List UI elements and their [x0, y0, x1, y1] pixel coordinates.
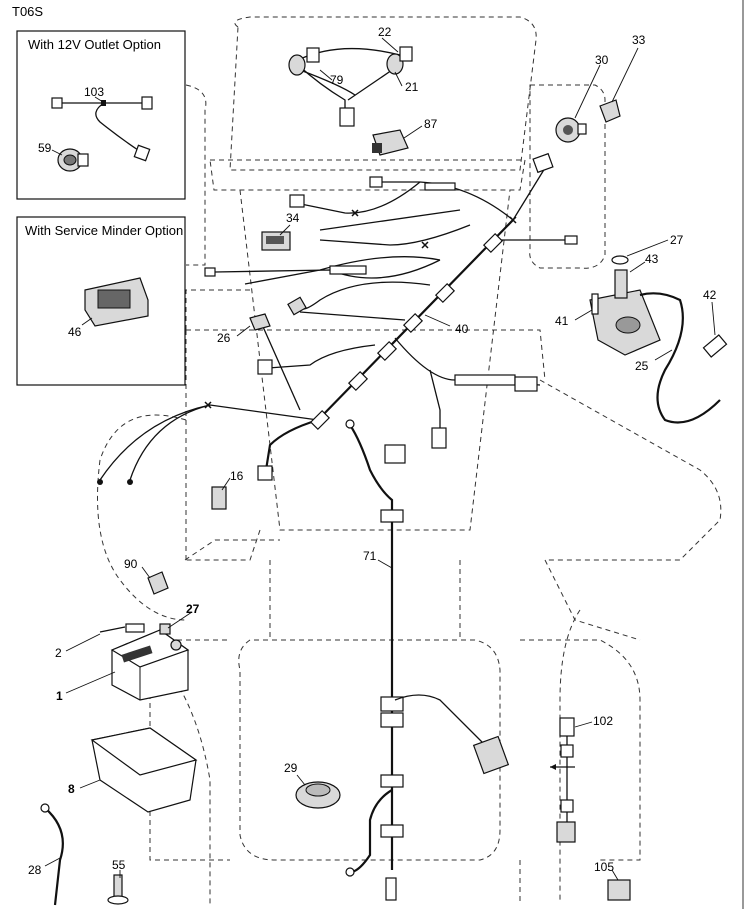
callout-25: 25: [635, 359, 649, 373]
callout-8: 8: [68, 782, 75, 796]
callout-27-battery: 27: [186, 602, 200, 616]
fuse: [249, 313, 271, 331]
callout-71: 71: [363, 549, 377, 563]
solenoid: [589, 255, 661, 356]
callout-34: 34: [286, 211, 300, 225]
ignition-switch: [555, 117, 587, 143]
callout-87: 87: [424, 117, 438, 131]
inset-service-minder: With Service Minder Option: [16, 216, 186, 386]
diagram-code: T06S: [12, 4, 43, 19]
callout-79: 79: [330, 73, 344, 87]
component-105: [607, 879, 631, 901]
callout-105: 105: [594, 860, 614, 874]
inset-service-minder-title: With Service Minder Option: [25, 223, 183, 238]
callout-43: 43: [645, 252, 659, 266]
component-90: [147, 571, 169, 595]
bolt: [591, 293, 599, 315]
callout-103: 103: [84, 85, 104, 99]
relay: [372, 129, 409, 156]
inset-12v-outlet: With 12V Outlet Option: [16, 30, 186, 200]
callout-27-top: 27: [670, 233, 684, 247]
seat-switch-harness: [550, 717, 576, 843]
ground-cable: [44, 807, 64, 906]
callout-40: 40: [455, 322, 469, 336]
callout-1: 1: [56, 689, 63, 703]
plug-connector: [211, 486, 227, 510]
callout-21: 21: [405, 80, 419, 94]
callout-2: 2: [55, 646, 62, 660]
callout-90: 90: [124, 557, 138, 571]
callout-59: 59: [38, 141, 52, 155]
callout-29: 29: [284, 761, 298, 775]
callout-41: 41: [555, 314, 569, 328]
rear-harness: [345, 419, 510, 901]
callout-55: 55: [112, 858, 126, 872]
callout-26: 26: [217, 331, 231, 345]
callout-33: 33: [632, 33, 646, 47]
cable-boot: [702, 334, 728, 358]
callout-30: 30: [595, 53, 609, 67]
callout-42: 42: [703, 288, 717, 302]
callout-16: 16: [230, 469, 244, 483]
bolt-55: [113, 874, 123, 898]
callout-46: 46: [68, 325, 82, 339]
headlight-harness: [288, 46, 413, 127]
ignition-key: [599, 99, 621, 123]
callout-102: 102: [593, 714, 613, 728]
leader-lines: [44, 37, 716, 881]
battery: [99, 623, 190, 701]
inset-12v-outlet-title: With 12V Outlet Option: [28, 37, 161, 52]
starter-cable: [639, 292, 721, 424]
battery-tray: [90, 727, 198, 813]
main-harness: [97, 152, 578, 485]
callout-labels: 22 79 21 87 30 33 103 59 34 46 27 43 42 …: [28, 25, 717, 877]
callout-22: 22: [378, 25, 392, 39]
callout-28: 28: [28, 863, 42, 877]
switch: [261, 231, 291, 251]
